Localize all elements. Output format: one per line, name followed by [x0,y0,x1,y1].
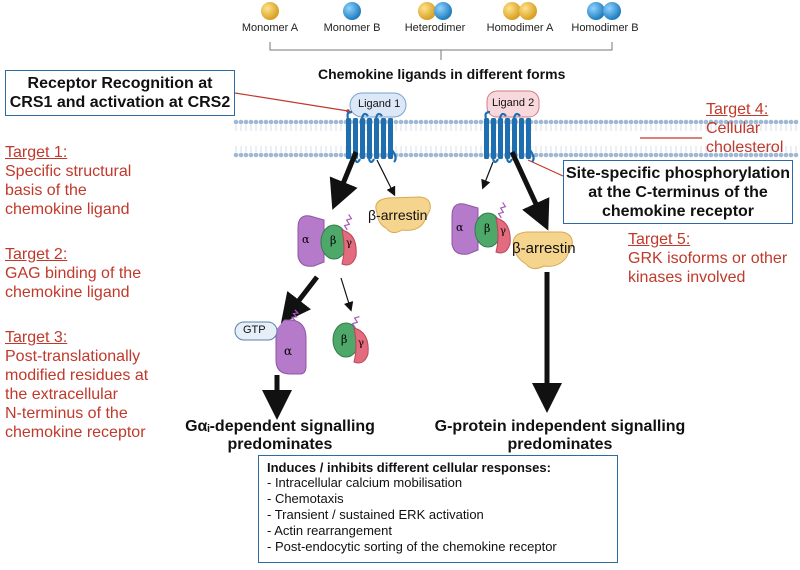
trimer1-alpha-label: α [302,233,310,246]
ligand2-shape [486,90,540,118]
legend-label-monomer-a: Monomer A [241,22,299,34]
target1-line: Specific structural [5,163,132,180]
response-item: - Transient / sustained ERK activation [267,507,484,522]
target4-title: Target 4: [706,101,769,118]
signal-left-line1: Gαᵢ-dependent signalling [185,418,375,435]
legend-heterodimer-icon [418,2,452,20]
signal-right-line1: G-protein independent signalling [434,418,686,435]
legend-monomer-a-icon [261,2,279,20]
target1-line: chemokine ligand [5,201,130,218]
target3-line: Post-translationally [5,348,141,365]
receptor-2 [484,110,535,164]
gtp-pill [234,321,278,341]
legend-bracket [269,42,613,60]
arrow-gprotein-to-betagamma [340,277,354,312]
target2-title: Target 2: [5,246,68,263]
target2: Target 2: GAG binding of the chemokine l… [5,245,141,302]
chemokine-heading: Chemokine ligands in different forms [318,66,566,82]
target1-title: Target 1: [5,144,68,161]
target5: Target 5: GRK isoforms or other kinases … [628,230,787,287]
ligand2-label: Ligand 2 [492,97,535,109]
phospho-connector [527,159,564,177]
target3-line: the extracellular [5,386,118,403]
receptor-box-line1: Receptor Recognition at [27,75,213,92]
receptor-box-connector [234,92,349,112]
arrow-receptor2-to-arrestin [509,150,550,231]
target1-line: basis of the [5,182,87,199]
target3-title: Target 3: [5,329,68,346]
trimer1-gamma-label: γ [346,238,352,249]
ligand1-label: Ligand 1 [358,98,401,110]
legend-homodimer-b-icon [587,2,621,20]
target5-title: Target 5: [628,231,691,248]
target3-line: modified residues at [5,367,149,384]
target2-line: chemokine ligand [5,284,130,301]
signal-right-line2: predominates [507,436,613,453]
g-alpha-gtp-shape [275,309,307,375]
galpha-label: α [284,344,293,358]
responses-title: Induces / inhibits different cellular re… [267,460,551,475]
target5-line: kinases involved [628,269,746,286]
legend-label-heterodimer: Heterodimer [404,22,466,34]
g-protein-trimer-2 [451,202,511,255]
target3-line: chemokine receptor [5,424,146,441]
phosphorylation-box: Site-specific phosphorylation at the C-t… [563,160,793,224]
receptor-recognition-box: Receptor Recognition at CRS1 and activat… [5,70,235,116]
receptor-1 [346,110,397,164]
legend-label-homodimer-a: Homodimer A [486,22,554,34]
phospho-line: chemokine receptor [601,203,755,220]
betagamma-gamma-label: γ [358,338,364,349]
arrow-receptor1-to-gprotein [329,151,359,210]
trimer2-gamma-label: γ [500,226,506,237]
signal-left-line2: predominates [227,436,333,453]
betagamma-beta-label: β [341,333,348,346]
target5-line: GRK isoforms or other [628,250,788,267]
trimer2-alpha-label: α [456,221,464,234]
responses-box: Induces / inhibits different cellular re… [258,455,618,563]
arrow-gprotein-to-galpha [280,275,319,324]
response-item: - Actin rearrangement [267,523,393,538]
target3-line: N-terminus of the [5,405,128,422]
trimer1-beta-label: β [330,234,337,247]
gtp-label: GTP [243,324,266,336]
phospho-line: at the C-terminus of the [588,184,768,201]
response-item: - Intracellular calcium mobilisation [267,475,463,490]
target4: Target 4: Cellular cholesterol [706,100,783,157]
legend-monomer-b-icon [343,2,361,20]
response-item: - Post-endocytic sorting of the chemokin… [267,539,557,554]
ligand1-shape [349,92,407,118]
signal-left: Gαᵢ-dependent signalling predominates [180,418,380,454]
beta-arrestin2-shape [512,231,573,270]
legend-label-monomer-b: Monomer B [323,22,381,34]
legend-homodimer-a-icon [503,2,537,20]
arrow-receptor2-to-gprotein [481,161,494,190]
target2-line: GAG binding of the [5,265,142,282]
trimer2-beta-label: β [484,222,491,235]
target4-line: cholesterol [706,139,784,156]
beta-arrestin1-label: β-arrestin [368,207,428,223]
g-betagamma-shape [332,316,369,364]
phospho-line: Site-specific phosphorylation [565,165,791,182]
target4-line: Cellular [706,120,761,137]
legend-label-homodimer-b: Homodimer B [571,22,639,34]
beta-arrestin2-label: β-arrestin [512,240,576,257]
receptor-box-line2: CRS1 and activation at CRS2 [9,94,231,111]
arrow-receptor1-to-arrestin [376,159,396,197]
g-protein-trimer-1 [297,214,357,267]
beta-arrestin1-shape [375,196,431,234]
signal-right: G-protein independent signalling predomi… [425,418,695,454]
target1: Target 1: Specific structural basis of t… [5,143,131,219]
target3: Target 3: Post-translationally modified … [5,328,148,442]
response-item: - Chemotaxis [267,491,344,506]
